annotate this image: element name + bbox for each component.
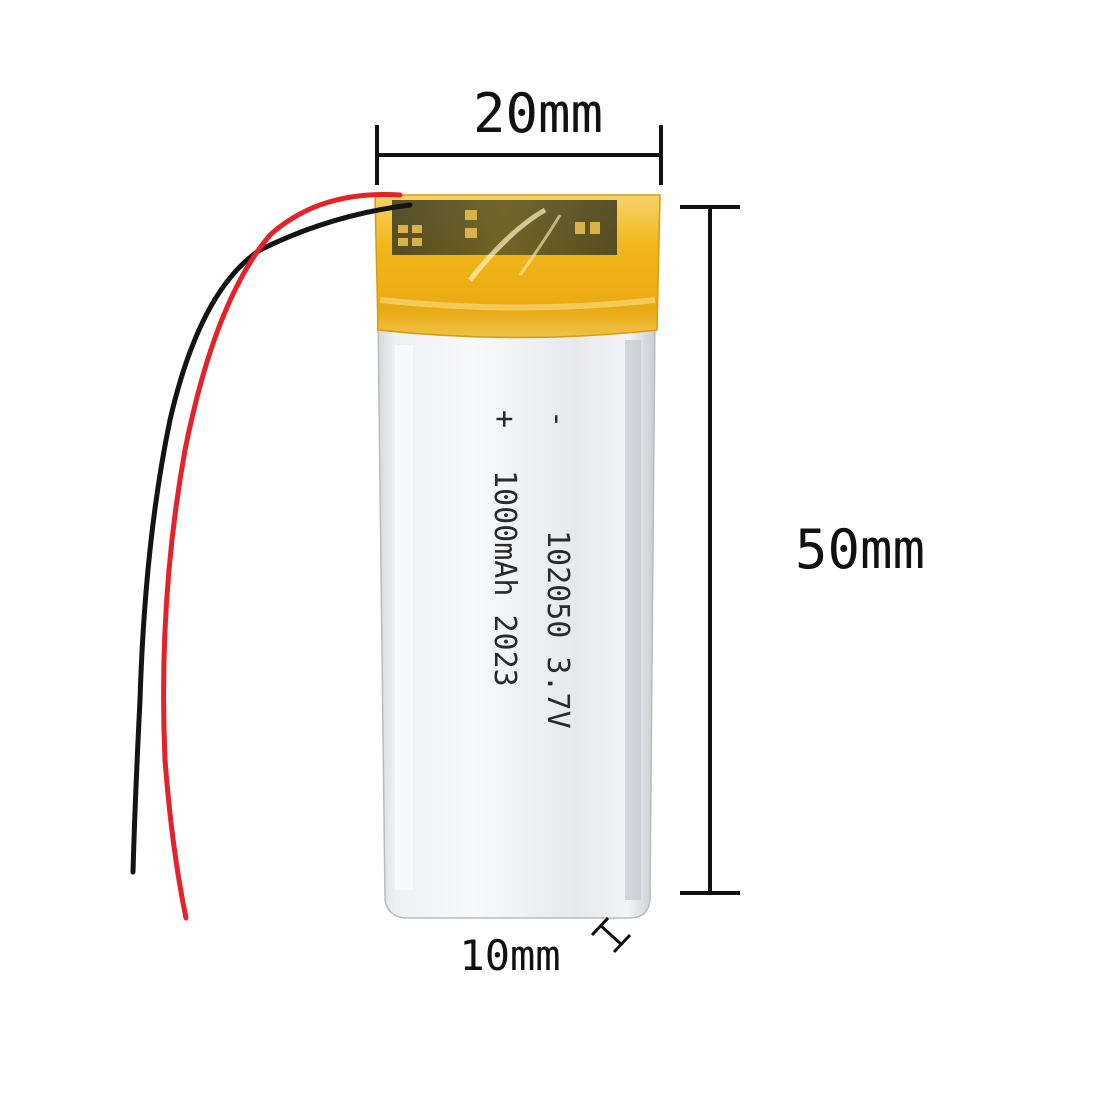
cell-printing: - 102050 3.7V [540, 410, 575, 729]
body-shadow-edge [625, 340, 641, 900]
red-wire [161, 192, 403, 921]
black-wire [130, 202, 413, 875]
cell-capacity-year: 1000mAh 2023 [487, 470, 522, 687]
negative-symbol: - [540, 410, 575, 428]
cell-model-voltage: 102050 3.7V [540, 530, 575, 729]
lead-wires [130, 192, 413, 921]
battery-cell: - 102050 3.7V + 1000mAh 2023 [374, 194, 661, 919]
thickness-label: 10mm [459, 931, 560, 980]
cell-printing-2: + 1000mAh 2023 [487, 410, 522, 687]
tape-wrinkle-2 [518, 214, 562, 276]
pcb-pads [398, 210, 600, 246]
width-label: 20mm [473, 82, 603, 145]
height-dimension: 50mm [680, 205, 925, 895]
body-highlight [395, 345, 413, 890]
tape-gloss [379, 297, 656, 311]
battery-body [377, 319, 656, 919]
width-dimension: 20mm [375, 82, 663, 185]
thickness-dimension: 10mm [459, 916, 632, 980]
tape-wrinkle [468, 207, 547, 282]
height-label: 50mm [795, 518, 925, 581]
positive-symbol: + [487, 410, 522, 428]
